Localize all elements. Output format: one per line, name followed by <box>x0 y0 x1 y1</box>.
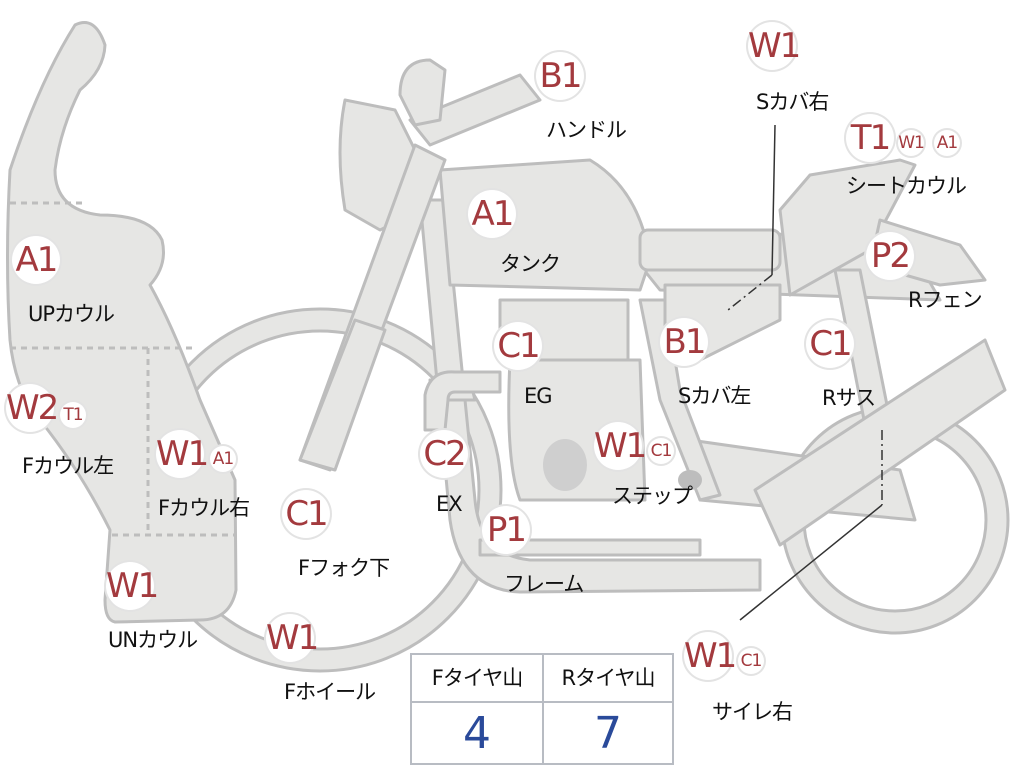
damage-code-badge: W1 <box>106 562 159 610</box>
part-label: シートカウル <box>846 174 967 198</box>
part-label: UNカウル <box>108 628 198 652</box>
damage-code-badge: B1 <box>536 52 584 100</box>
part-label: UPカウル <box>28 302 115 326</box>
damage-code-badge: W1 <box>594 422 647 470</box>
part-label: Fカウル右 <box>158 496 250 520</box>
damage-code-badge: A1 <box>468 190 516 238</box>
damage-code-badge: C2 <box>420 430 468 478</box>
damage-code-badge: C1 <box>282 490 330 538</box>
damage-code-badge: C1 <box>806 320 854 368</box>
fork-lower <box>298 318 387 472</box>
muffler <box>753 338 1007 547</box>
part-label: Sカバ右 <box>756 90 829 114</box>
damage-code-badge: C1 <box>494 322 542 370</box>
sub-code-badge: C1 <box>738 648 764 674</box>
rear-tire-value: 7 <box>594 708 622 759</box>
part-label: EG <box>524 384 553 408</box>
seat-cowl <box>778 158 917 297</box>
damage-code-badge: A1 <box>12 236 60 284</box>
part-label: Rフェン <box>908 288 983 312</box>
part-label: タンク <box>500 252 561 276</box>
part-label: ステップ <box>612 484 693 508</box>
sub-code-badge: T1 <box>60 402 86 428</box>
part-label: Fホイール <box>284 680 376 704</box>
sub-code-badge: A1 <box>934 130 960 156</box>
rear-tire-header: Rタイヤ山 <box>561 666 656 690</box>
front-tire-header: Fタイヤ山 <box>431 666 523 690</box>
damage-code-badge: W2 <box>6 384 59 432</box>
handlebar <box>408 73 542 147</box>
sub-code-badge: W1 <box>898 130 925 156</box>
part-label: Rサス <box>822 386 876 410</box>
damage-code-badge: W1 <box>684 632 737 680</box>
damage-code-badge: P1 <box>482 506 530 554</box>
sub-code-badge: C1 <box>648 438 674 464</box>
part-label: Sカバ左 <box>678 384 751 408</box>
table-divider <box>542 655 544 763</box>
part-label: Fフォク下 <box>298 556 390 580</box>
part-label: サイレ右 <box>712 700 793 724</box>
damage-code-badge: W1 <box>266 614 319 662</box>
part-label: ハンドル <box>546 118 627 142</box>
sub-code-badge: A1 <box>210 446 236 472</box>
damage-code-badge: W1 <box>748 22 801 70</box>
damage-code-badge: T1 <box>846 114 894 162</box>
front-tire-value: 4 <box>463 708 491 759</box>
damage-code-badge: P2 <box>866 232 914 280</box>
exhaust-pipe <box>423 370 502 432</box>
frame-loop <box>418 198 762 594</box>
part-label: Fカウル左 <box>22 454 114 478</box>
part-label: EX <box>436 492 463 516</box>
damage-code-badge: W1 <box>156 430 209 478</box>
damage-code-badge: B1 <box>660 318 708 366</box>
part-label: フレーム <box>504 572 584 596</box>
tire-tread-table: Fタイヤ山 Rタイヤ山 4 7 <box>410 653 674 765</box>
